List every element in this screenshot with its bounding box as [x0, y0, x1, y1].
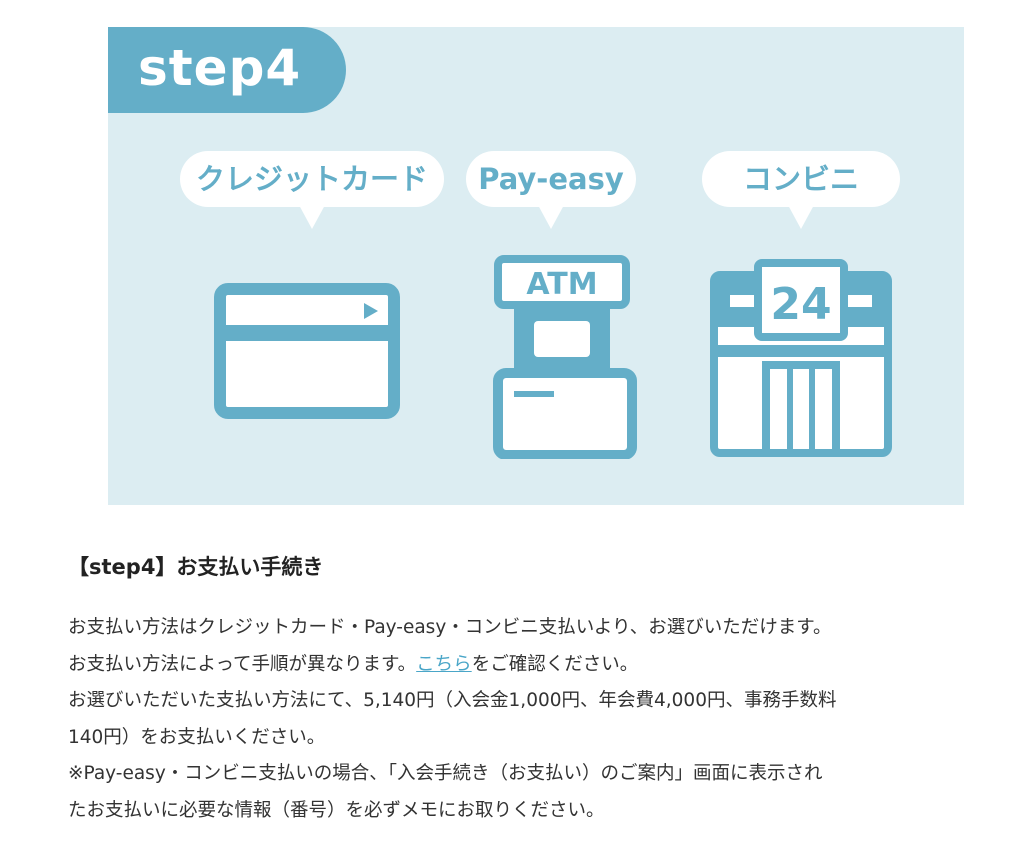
store-24-label: 24	[770, 279, 831, 330]
line-2-text-after: をご確認ください。	[471, 653, 639, 675]
here-link[interactable]: こちら	[416, 653, 472, 675]
paragraph-line-2: お支払い方法によって手順が異なります。こちらをご確認ください。	[68, 647, 1004, 684]
paragraph-line-5: ※Pay-easy・コンビニ支払いの場合、「入会手続き（お支払い）のご案内」画面…	[68, 763, 823, 784]
paragraph-line-6: たお支払いに必要な情報（番号）を必ずメモにお取りください。	[68, 799, 605, 821]
payment-instructions: お支払い方法はクレジットカード・Pay-easy・コンビニ支払いより、お選びいた…	[68, 610, 1004, 829]
credit-card-icon	[214, 283, 400, 419]
section-heading: 【step4】お支払い手続き	[68, 555, 324, 579]
bubble-convenience-store-label: コンビニ	[742, 162, 859, 196]
bubble-credit-card: クレジットカード	[180, 151, 444, 229]
line-2-text-before: お支払い方法によって手順が異なります。	[68, 653, 417, 675]
atm-icon: ATM	[493, 255, 637, 459]
convenience-store-icon: 24	[710, 259, 892, 457]
bubble-pay-easy-label: Pay-easy	[478, 162, 624, 196]
atm-label: ATM	[526, 267, 597, 302]
step-tab: step4	[108, 27, 346, 113]
bubble-pay-easy: Pay-easy	[466, 151, 636, 229]
bubble-convenience-store: コンビニ	[702, 151, 900, 229]
step4-banner-image: step4 クレジットカード Pay-easy コンビニ ATM 24	[108, 27, 964, 505]
paragraph-line-1: お支払い方法はクレジットカード・Pay-easy・コンビニ支払いより、お選びいた…	[68, 617, 832, 638]
step-tab-label: step4	[138, 39, 302, 97]
paragraph-line-3: お選びいただいた支払い方法にて、5,140円（入会金1,000円、年会費4,00…	[68, 690, 837, 711]
paragraph-line-4: 140円）をお支払いください。	[68, 726, 326, 748]
bubble-credit-card-label: クレジットカード	[195, 162, 428, 196]
